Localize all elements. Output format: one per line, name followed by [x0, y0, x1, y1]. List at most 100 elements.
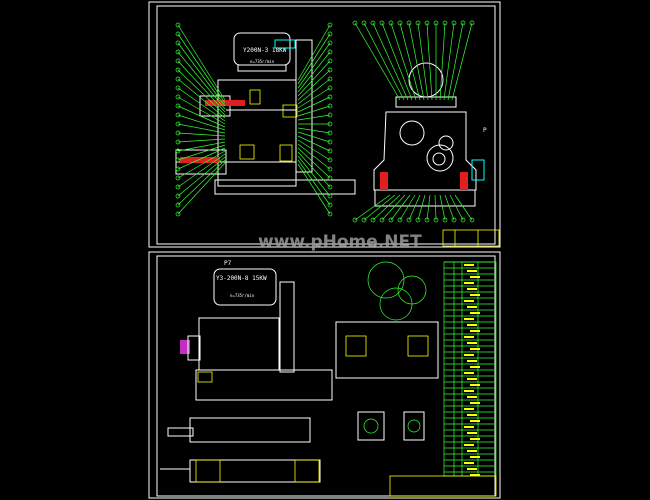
balloon [442, 217, 448, 223]
balloon [327, 184, 333, 190]
balloon [327, 130, 333, 136]
leader-line [177, 153, 226, 188]
leader-line [177, 42, 226, 107]
balloon [327, 31, 333, 37]
leader-line [177, 147, 226, 170]
balloon [175, 58, 181, 64]
motor-gearbox-view [180, 268, 333, 401]
balloon [175, 31, 181, 37]
table-cell-text [464, 282, 474, 284]
table-cell-text [470, 438, 480, 440]
leader-line [297, 155, 331, 197]
leader-line [177, 141, 226, 152]
title-block-top [442, 229, 500, 247]
balloon [327, 166, 333, 172]
leader-line [381, 194, 406, 221]
balloon [370, 20, 376, 26]
table-cell-text [467, 306, 477, 308]
leader-line [297, 139, 331, 161]
balloon [460, 20, 466, 26]
balloon [424, 20, 430, 26]
balloon [442, 20, 448, 26]
balloon [327, 49, 333, 55]
leader-line [426, 194, 431, 221]
balloon [175, 121, 181, 127]
balloon [451, 20, 457, 26]
marker-p7: P7 [224, 260, 232, 267]
leader-line [177, 69, 226, 116]
balloon [352, 217, 358, 223]
leader-line [372, 22, 409, 101]
balloon [327, 76, 333, 82]
leader-line [177, 78, 226, 119]
balloon [327, 139, 333, 145]
table-cell-text [470, 312, 480, 314]
leader-line [177, 123, 226, 134]
leader-line [177, 51, 226, 110]
table-cell-text [464, 426, 474, 428]
balloon [175, 40, 181, 46]
balloon [352, 20, 358, 26]
motor-label-top: Y200N-3 18KW [243, 47, 287, 54]
balloon [327, 148, 333, 154]
balloon [327, 202, 333, 208]
balloon [397, 20, 403, 26]
leader-line [297, 163, 331, 215]
table-cell-text [464, 372, 474, 374]
leader-line [381, 22, 413, 101]
table-cell-text [470, 384, 480, 386]
leader-line [297, 69, 331, 101]
balloon [388, 217, 394, 223]
balloon [175, 175, 181, 181]
balloon [406, 20, 412, 26]
table-cell-text [464, 300, 474, 302]
leader-line [177, 24, 226, 101]
balloon [370, 217, 376, 223]
leader-line [417, 194, 426, 221]
leader-line [363, 22, 405, 101]
leader-line [297, 24, 331, 81]
section-views [357, 411, 425, 441]
leader-line [177, 114, 226, 131]
table-cell-text [470, 366, 480, 368]
leader-line [297, 60, 331, 97]
leader-line [177, 159, 226, 206]
leader-line [354, 194, 391, 221]
balloon [327, 157, 333, 163]
leader-line [297, 147, 331, 179]
balloon [388, 20, 394, 26]
balloon [175, 22, 181, 28]
leader-line [297, 51, 331, 93]
table-cell-text [464, 390, 474, 392]
side-view-housing [373, 62, 485, 207]
leader-line [426, 22, 433, 101]
balloon [327, 22, 333, 28]
motor-speed-bottom: n=735r/min [230, 293, 255, 298]
leader-line [297, 151, 331, 188]
balloon [175, 184, 181, 190]
table-cell-text [464, 336, 474, 338]
balloon [175, 166, 181, 172]
balloon [397, 217, 403, 223]
leader-line [297, 105, 331, 117]
table-cell-text [464, 462, 474, 464]
balloon [433, 217, 439, 223]
table-cell-text [470, 330, 480, 332]
table-cell-text [467, 324, 477, 326]
balloon [415, 217, 421, 223]
balloon [327, 67, 333, 73]
leader-line [363, 194, 396, 221]
leader-line [390, 22, 417, 101]
leader-line [297, 143, 331, 170]
leader-line [439, 22, 446, 101]
table-cell-text [467, 450, 477, 452]
table-cell-text [464, 408, 474, 410]
balloon [175, 49, 181, 55]
leader-line [297, 159, 331, 206]
balloon [327, 175, 333, 181]
table-cell-text [470, 456, 480, 458]
balloon [406, 217, 412, 223]
balloon [327, 58, 333, 64]
table-cell-text [470, 402, 480, 404]
